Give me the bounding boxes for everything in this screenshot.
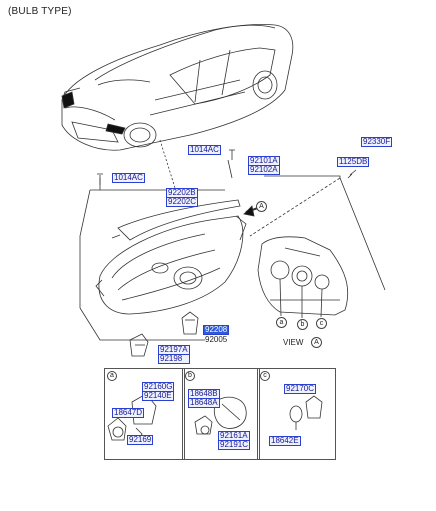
part-label-92202B[interactable]: 92202B xyxy=(166,188,199,198)
part-label-1125DB[interactable]: 1125DB xyxy=(337,157,370,167)
headlamp-assembly xyxy=(95,215,247,315)
detail-panel-c xyxy=(257,368,336,460)
lamp-rear-view xyxy=(257,236,349,316)
part-label-1014AC-left[interactable]: 1014AC xyxy=(112,173,145,183)
part-label-18642E[interactable]: 18642E xyxy=(269,436,301,446)
part-label-92197A[interactable]: 92197A xyxy=(158,345,190,355)
part-label-group-92202B: 92202B 92202C xyxy=(166,188,199,207)
panel-tag-c: c xyxy=(260,371,270,381)
part-label-92330F[interactable]: 92330F xyxy=(361,137,393,147)
car-illustration xyxy=(61,24,294,151)
part-label-92169[interactable]: 92169 xyxy=(127,435,154,445)
view-circle-a: a xyxy=(276,317,287,328)
part-label-92198[interactable]: 92198 xyxy=(158,355,190,364)
part-label-group-92101A: 92101A 92102A xyxy=(248,156,280,175)
view-circle-b: b xyxy=(297,319,308,330)
part-label-18648B[interactable]: 18648B xyxy=(188,389,220,399)
part-label-92160G[interactable]: 92160G xyxy=(142,382,175,392)
part-label-group-18648B: 18648B 18648A xyxy=(188,389,220,408)
view-callout-A: A xyxy=(256,201,267,212)
panel-tag-b: b xyxy=(185,371,195,381)
detail-panel-b xyxy=(182,368,260,460)
part-label-92202C[interactable]: 92202C xyxy=(166,197,199,207)
part-label-92005[interactable]: 92005 xyxy=(205,335,228,344)
part-label-92140E[interactable]: 92140E xyxy=(142,392,175,401)
view-label: VIEW xyxy=(283,338,304,347)
part-label-18648A[interactable]: 18648A xyxy=(188,398,220,408)
part-label-18647D[interactable]: 18647D xyxy=(112,408,145,418)
part-label-92161A[interactable]: 92161A xyxy=(218,431,251,441)
part-label-92101A[interactable]: 92101A xyxy=(248,156,280,166)
part-label-group-92161A: 92161A 92191C xyxy=(218,431,251,450)
diagram-caption: (BULB TYPE) xyxy=(8,6,72,17)
part-label-92102A[interactable]: 92102A xyxy=(248,165,280,175)
part-label-group-92160G: 92160G 92140E xyxy=(142,382,175,401)
part-label-92208[interactable]: 92208 xyxy=(203,325,230,335)
detail-panel-a xyxy=(104,368,185,460)
part-label-1014AC-top[interactable]: 1014AC xyxy=(188,145,221,155)
panel-tag-a: a xyxy=(107,371,117,381)
part-label-92170C[interactable]: 92170C xyxy=(284,384,317,394)
part-label-group-92197A: 92197A 92198 xyxy=(158,345,190,364)
view-circle-c: c xyxy=(316,318,327,329)
view-label-letter: A xyxy=(311,337,322,348)
part-label-92191C[interactable]: 92191C xyxy=(218,440,251,450)
